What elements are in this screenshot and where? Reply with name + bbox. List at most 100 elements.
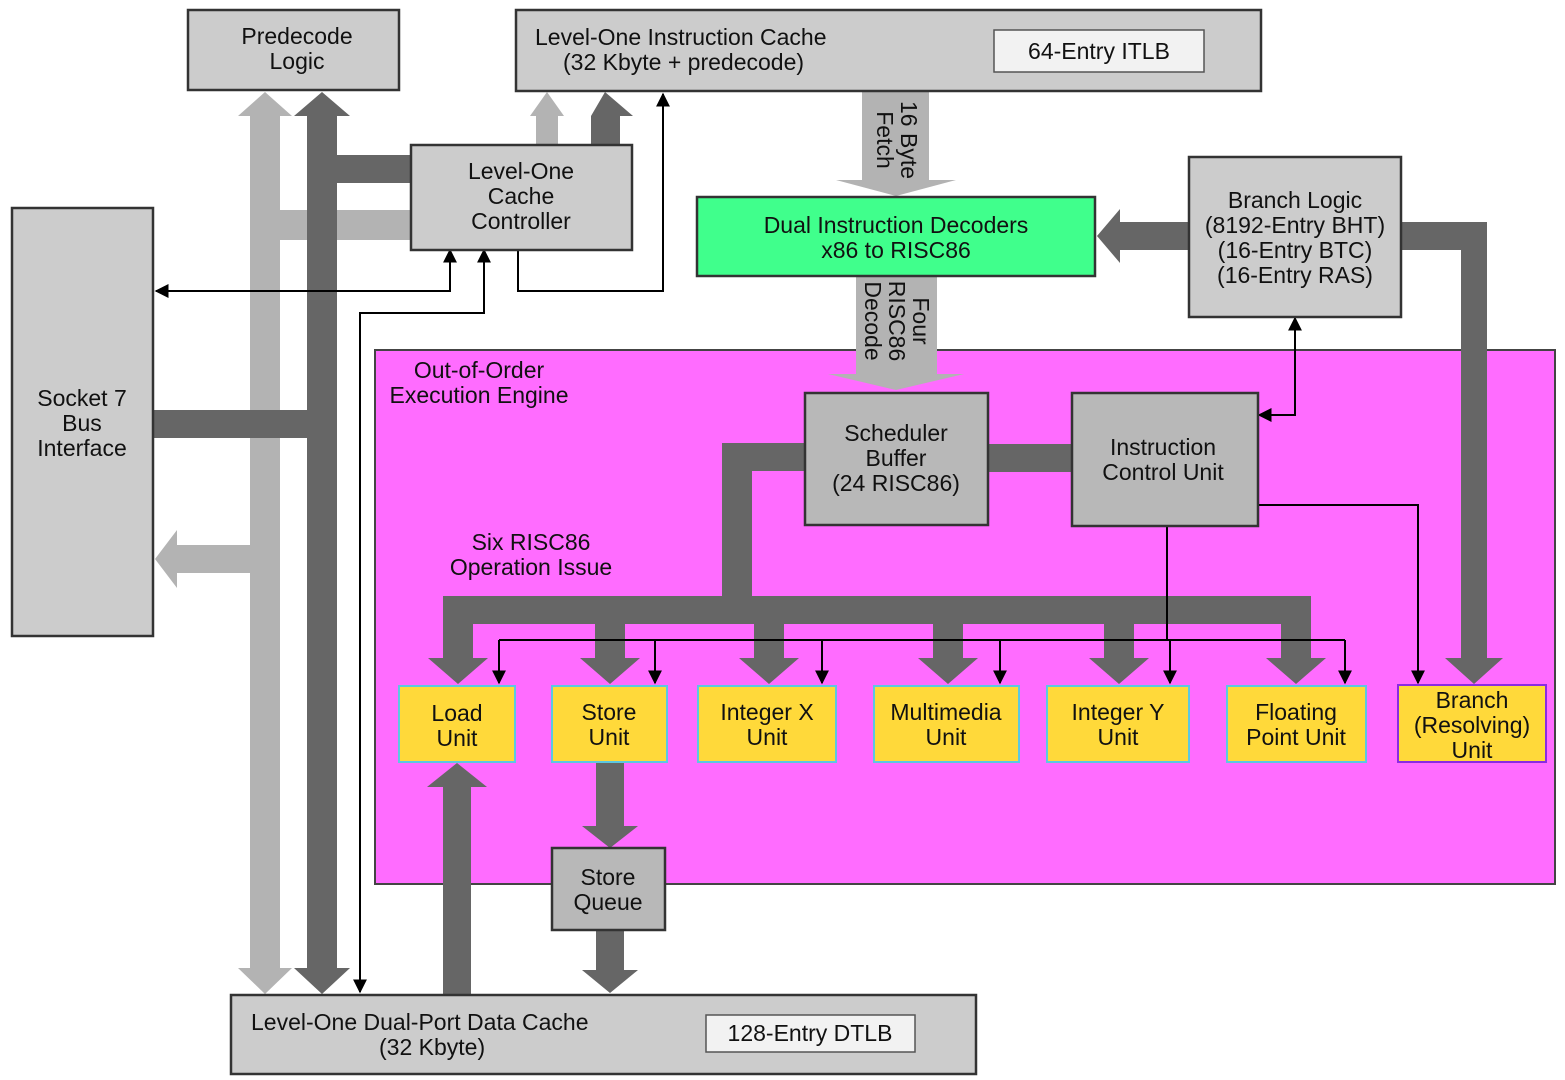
data-cache-block — [229, 993, 978, 1076]
instruction-control-unit-label-line: Control Unit — [1102, 459, 1224, 485]
light-bus — [155, 92, 564, 994]
control-signals — [154, 92, 1425, 994]
branch-resolving-unit-label: Branch(Resolving)Unit — [1414, 687, 1530, 763]
scheduler-buffer-label-line: Buffer — [866, 445, 927, 471]
multimedia-unit-block — [873, 685, 1020, 763]
floating-point-unit-label-line: Point Unit — [1246, 724, 1346, 750]
branch-to-resolve-arrow — [1400, 222, 1503, 684]
instruction-control-unit-block — [1070, 391, 1260, 528]
cache-controller-label-line: Controller — [471, 208, 571, 234]
floating-point-unit-label-line: Floating — [1255, 699, 1337, 725]
branch-resolving-unit-label-line: Branch — [1436, 687, 1509, 713]
scheduler-buffer-label-line: (24 RISC86) — [832, 470, 960, 496]
store-unit-block — [551, 685, 668, 763]
branch-resolving-unit-label-line: (Resolving) — [1414, 712, 1530, 738]
store-unit-label-line: Unit — [589, 724, 631, 750]
instruction-decoders-label-line: Dual Instruction Decoders — [764, 212, 1029, 238]
branch-resolving-unit-label-line: Unit — [1452, 737, 1494, 763]
branch-resolving-unit-block — [1397, 684, 1547, 763]
socket7-bus-label-line: Socket 7 — [37, 385, 127, 411]
decode-label: FourRISC86Decode — [860, 281, 934, 362]
operation-issue-label-line: Operation Issue — [450, 554, 612, 580]
queue-to-dcache-arrow — [582, 930, 638, 993]
branch-logic-label-line: (8192-Entry BHT) — [1205, 212, 1385, 238]
load-unit-label-line: Unit — [437, 725, 479, 751]
execution-engine-label-line: Out-of-Order — [414, 357, 545, 383]
cache-controller-block — [409, 143, 634, 252]
dtlb-label: 128-Entry DTLB — [728, 1020, 893, 1046]
decode-arrow — [828, 277, 964, 390]
data-cache-label-line: (32 Kbyte) — [379, 1034, 485, 1060]
socket7-bus-block — [10, 206, 155, 638]
fetch-label-line: 16 Byte — [896, 101, 922, 179]
scheduler-buffer-label-line: Scheduler — [844, 420, 948, 446]
data-cache-label: Level-One Dual-Port Data Cache(32 Kbyte) — [251, 1009, 589, 1060]
store-queue-block — [550, 846, 667, 932]
instruction-decoders-label-line: x86 to RISC86 — [821, 237, 971, 263]
dtlb-block — [705, 1014, 916, 1053]
predecode-logic-block — [186, 8, 401, 92]
branch-logic-block — [1187, 155, 1403, 319]
instruction-cache-label-line: (32 Kbyte + predecode) — [563, 49, 804, 75]
floating-point-unit-block — [1226, 685, 1367, 763]
branch-logic-label-line: (16-Entry RAS) — [1217, 262, 1373, 288]
integer-y-unit-label-line: Unit — [1098, 724, 1140, 750]
cache-controller-label-line: Level-One — [468, 158, 574, 184]
execution-engine-label-line: Execution Engine — [389, 382, 568, 408]
store-unit-label-line: Store — [582, 699, 637, 725]
instruction-control-unit-label-line: Instruction — [1110, 434, 1216, 460]
multimedia-unit-label-line: Unit — [926, 724, 968, 750]
instruction-decoders-block — [695, 195, 1097, 278]
load-unit-label-line: Load — [431, 700, 482, 726]
operation-issue-label-line: Six RISC86 — [472, 529, 591, 555]
dark-bus — [153, 92, 633, 994]
instruction-cache-label-line: Level-One Instruction Cache — [535, 24, 827, 50]
store-queue-label-line: Store — [581, 864, 636, 890]
integer-x-unit-label-line: Unit — [747, 724, 789, 750]
decode-label-line: RISC86 — [884, 281, 910, 362]
instruction-cache-label: Level-One Instruction Cache(32 Kbyte + p… — [535, 24, 827, 75]
fetch-label: 16 ByteFetch — [872, 101, 922, 179]
store-to-queue-arrow — [582, 762, 638, 848]
branch-logic-label-line: Branch Logic — [1228, 187, 1362, 213]
load-unit-block — [398, 685, 516, 763]
itlb-label-line: 64-Entry ITLB — [1028, 38, 1170, 64]
scheduler-buffer-block — [803, 391, 990, 527]
multimedia-unit-label-line: Multimedia — [890, 699, 1001, 725]
dtlb-label-line: 128-Entry DTLB — [728, 1020, 893, 1046]
integer-x-unit-block — [697, 685, 837, 763]
branch-logic-label: Branch Logic(8192-Entry BHT)(16-Entry BT… — [1205, 187, 1385, 288]
fetch-arrow — [836, 92, 956, 196]
socket7-bus-label-line: Bus — [62, 410, 102, 436]
integer-y-unit-label-line: Integer Y — [1072, 699, 1165, 725]
branch-to-decoder-arrow — [1097, 209, 1190, 263]
decode-label-line: Four — [908, 297, 934, 345]
instruction-cache-block — [514, 8, 1263, 93]
fetch-label-line: Fetch — [872, 111, 898, 169]
integer-x-unit-label-line: Integer X — [720, 699, 813, 725]
predecode-logic-label-line: Predecode — [241, 23, 352, 49]
store-queue-label-line: Queue — [573, 889, 642, 915]
itlb-block — [993, 29, 1205, 73]
socket7-bus-label-line: Interface — [37, 435, 127, 461]
cache-controller-label-line: Cache — [488, 183, 554, 209]
branch-logic-label-line: (16-Entry BTC) — [1218, 237, 1373, 263]
decode-label-line: Decode — [860, 281, 886, 360]
data-cache-label-line: Level-One Dual-Port Data Cache — [251, 1009, 589, 1035]
